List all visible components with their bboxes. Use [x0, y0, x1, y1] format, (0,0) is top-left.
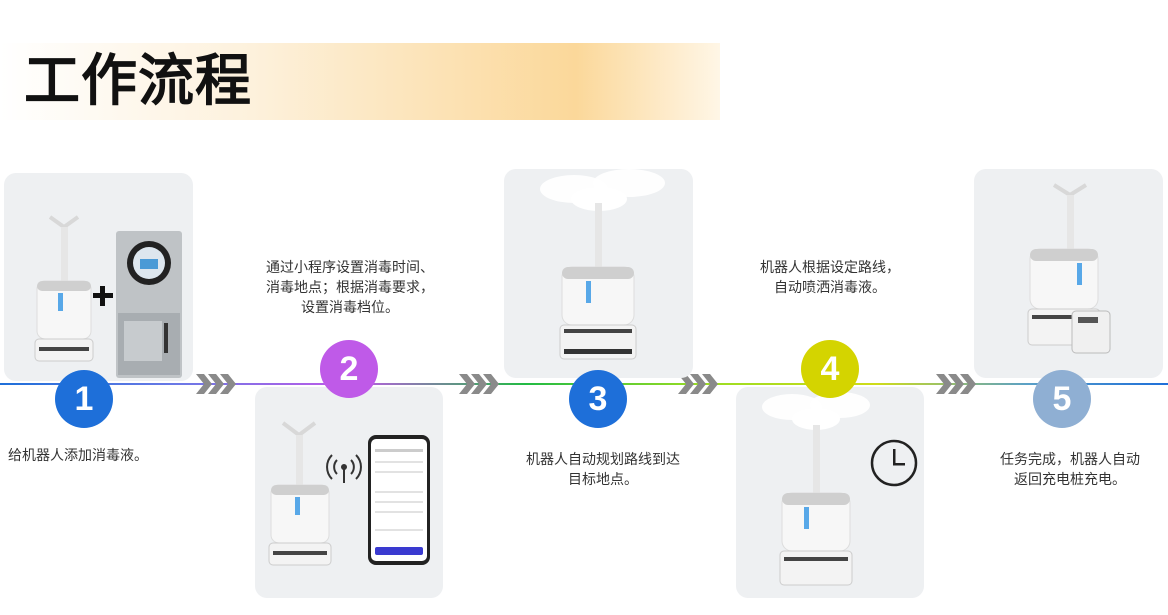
wireless-signal-icon	[326, 454, 362, 483]
step-2-line-3: 设置消毒档位。	[301, 300, 399, 316]
chevron-arrows-icon	[459, 374, 499, 394]
step-4-number: 4	[801, 340, 859, 398]
step-1-text: 给机器人添加消毒液。	[8, 448, 148, 464]
step-4-image	[736, 387, 924, 598]
title-band	[0, 43, 720, 120]
step-1-number: 1	[55, 370, 113, 428]
chevron-arrows-icon	[196, 374, 236, 394]
step-2-number: 2	[320, 340, 378, 398]
step-2-description: 通过小程序设置消毒时间、 消毒地点；根据消毒要求， 设置消毒档位。	[240, 258, 460, 318]
step-4-description: 机器人根据设定路线， 自动喷洒消毒液。	[730, 258, 930, 298]
step-3-description: 机器人自动规划路线到达 目标地点。	[498, 450, 708, 490]
step-1-image	[4, 173, 193, 381]
chevron-arrows-icon	[678, 374, 718, 394]
step-1-description: 给机器人添加消毒液。	[8, 446, 188, 466]
step-4-line-2: 自动喷洒消毒液。	[774, 280, 886, 296]
step-3-line-2: 目标地点。	[568, 472, 638, 488]
step-3-number: 3	[569, 370, 627, 428]
step-3-image	[504, 169, 693, 378]
step-5-line-1: 任务完成，机器人自动	[1000, 452, 1140, 468]
step-2-image	[255, 387, 443, 598]
step-5-line-2: 返回充电桩充电。	[1014, 472, 1126, 488]
step-5-number: 5	[1033, 370, 1091, 428]
plus-icon	[93, 286, 113, 306]
step-5-description: 任务完成，机器人自动 返回充电桩充电。	[980, 450, 1160, 490]
step-2-line-2: 消毒地点；根据消毒要求，	[266, 280, 434, 296]
step-3-line-1: 机器人自动规划路线到达	[526, 452, 680, 468]
chevron-arrows-icon	[936, 374, 976, 394]
step-2-line-1: 通过小程序设置消毒时间、	[266, 260, 434, 276]
step-4-line-1: 机器人根据设定路线，	[760, 260, 900, 276]
clock-icon	[870, 439, 918, 487]
step-5-image	[974, 169, 1163, 378]
page-title: 工作流程	[24, 49, 252, 114]
